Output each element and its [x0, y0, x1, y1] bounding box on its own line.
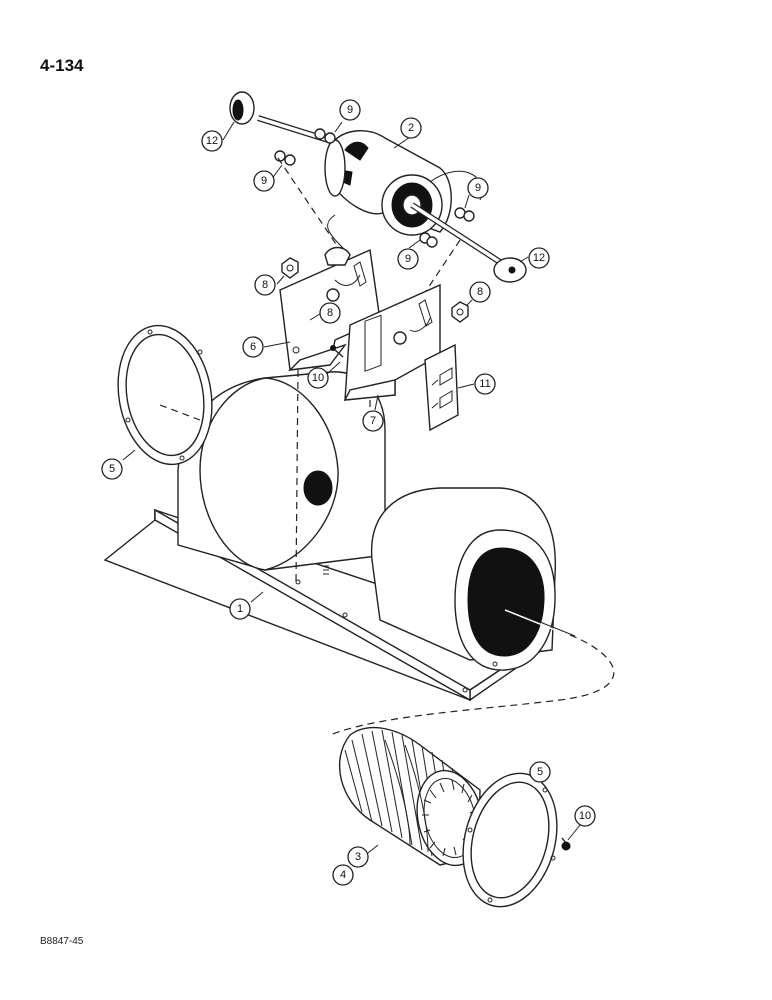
- callout-5-upper: 5: [101, 458, 123, 480]
- svg-text:10: 10: [579, 810, 591, 822]
- callout-8-left: 8: [254, 274, 276, 296]
- svg-text:4: 4: [340, 869, 346, 881]
- callout-5-lower: 5: [529, 761, 551, 783]
- svg-text:6: 6: [250, 341, 256, 353]
- resistor-plate: [424, 343, 459, 432]
- shaft-end-cap-lower: [493, 257, 527, 283]
- callout-11: 11: [474, 373, 496, 395]
- svg-text:3: 3: [355, 851, 361, 863]
- callout-1: 1: [229, 598, 251, 620]
- leader-lines: [122, 121, 581, 854]
- svg-text:8: 8: [477, 286, 483, 298]
- svg-text:10: 10: [312, 372, 324, 384]
- page-number: 4-134: [40, 56, 84, 75]
- svg-text:7: 7: [370, 415, 376, 427]
- motor-mount-bracket-right: [343, 283, 441, 401]
- svg-text:9: 9: [261, 175, 267, 187]
- washer-group: [274, 128, 475, 248]
- assembly-path-dashed: [329, 634, 615, 736]
- callout-9-bottom: 9: [397, 248, 419, 270]
- callout-9-right: 9: [467, 177, 489, 199]
- callout-2: 2: [400, 117, 422, 139]
- svg-text:12: 12: [206, 135, 218, 147]
- svg-text:8: 8: [327, 307, 333, 319]
- gasket-ring-lower: [462, 772, 558, 908]
- svg-text:9: 9: [347, 104, 353, 116]
- svg-text:11: 11: [479, 378, 490, 390]
- left-blower-scroll: [177, 371, 386, 571]
- right-blower-scroll: [370, 487, 557, 671]
- callout-7: 7: [362, 410, 384, 432]
- svg-text:9: 9: [475, 182, 481, 194]
- callout-3: 3: [347, 846, 369, 868]
- callout-10-upper: 10: [307, 367, 329, 389]
- callout-8-right: 8: [469, 281, 491, 303]
- gasket-ring-upper: [117, 324, 213, 466]
- svg-text:12: 12: [533, 252, 545, 264]
- callout-8-center: 8: [319, 302, 341, 324]
- spring-clip: [323, 565, 329, 575]
- callout-4: 4: [332, 864, 354, 886]
- figure-code: B8847-45: [40, 936, 84, 947]
- callout-9-left: 9: [253, 170, 275, 192]
- callout-6: 6: [242, 336, 264, 358]
- svg-text:5: 5: [109, 463, 115, 475]
- svg-text:2: 2: [408, 122, 414, 134]
- callout-12-lower: 12: [528, 247, 550, 269]
- callout-10-lower: 10: [574, 805, 596, 827]
- svg-text:8: 8: [262, 279, 268, 291]
- svg-text:5: 5: [537, 766, 543, 778]
- blower-motor: [257, 115, 502, 265]
- callout-9-top: 9: [339, 99, 361, 121]
- screw-lower: [561, 837, 571, 851]
- svg-text:9: 9: [405, 253, 411, 265]
- svg-text:1: 1: [237, 603, 243, 615]
- screw-upper: [330, 345, 344, 358]
- callout-12-upper: 12: [201, 130, 223, 152]
- shaft-end-cap-upper: [229, 91, 255, 125]
